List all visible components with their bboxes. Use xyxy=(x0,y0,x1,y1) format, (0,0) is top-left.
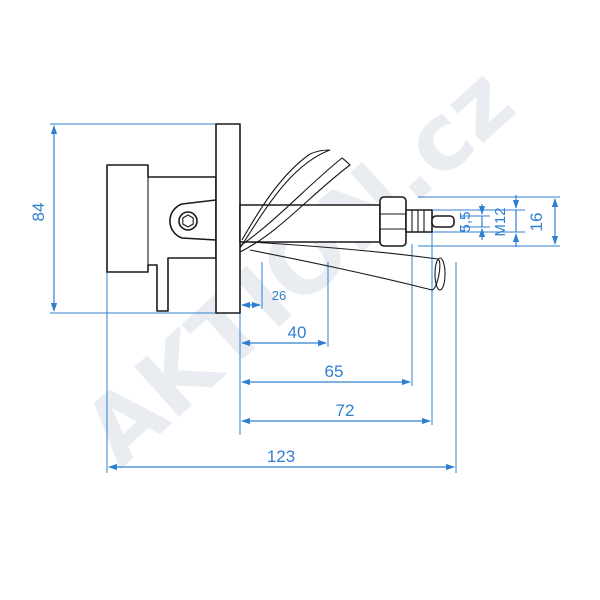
dim-label-123: 123 xyxy=(267,447,295,466)
dim-label-16: 16 xyxy=(527,213,546,232)
screw-icon xyxy=(178,211,198,231)
extension-lines xyxy=(50,123,560,473)
dim-label-72: 72 xyxy=(336,401,355,420)
dim-label-pin: 5,5 xyxy=(457,212,474,233)
wire-3 xyxy=(249,241,441,291)
switch-part xyxy=(106,123,455,314)
dim-label-26: 26 xyxy=(272,288,286,303)
dim-label-65: 65 xyxy=(325,362,344,381)
switch-body xyxy=(239,204,381,243)
dimension-labels: 84 26 40 65 72 123 5,5 M12 16 xyxy=(29,203,546,466)
wire-1 xyxy=(239,149,331,249)
plunger-pin xyxy=(431,215,455,228)
dim-label-40: 40 xyxy=(288,323,307,342)
mounting-flange xyxy=(215,123,241,314)
dim-label-84: 84 xyxy=(29,203,48,222)
dimension-lines xyxy=(50,125,559,471)
threaded-shaft xyxy=(405,209,433,233)
wire-2 xyxy=(239,157,351,253)
hex-nut xyxy=(379,196,407,247)
dim-label-thread: M12 xyxy=(492,207,509,236)
